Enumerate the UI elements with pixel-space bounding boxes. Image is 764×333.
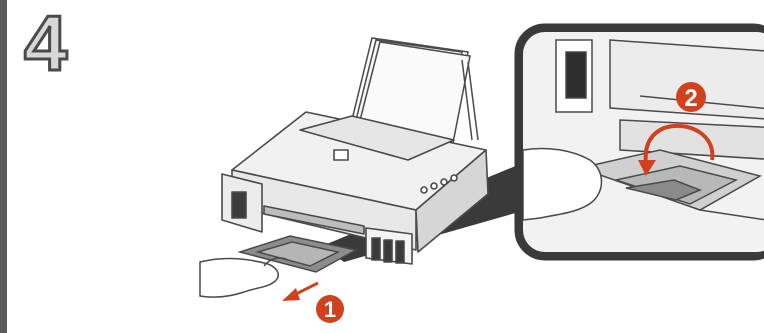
svg-text:2: 2 xyxy=(684,85,697,112)
svg-text:1: 1 xyxy=(324,297,336,322)
callout-2-badge: 2 xyxy=(676,82,706,112)
pull-arrow-icon xyxy=(282,283,318,301)
callout-1-badge: 1 xyxy=(316,295,344,323)
zoom-inset: 2 xyxy=(519,28,764,256)
hand-icon xyxy=(200,258,288,297)
